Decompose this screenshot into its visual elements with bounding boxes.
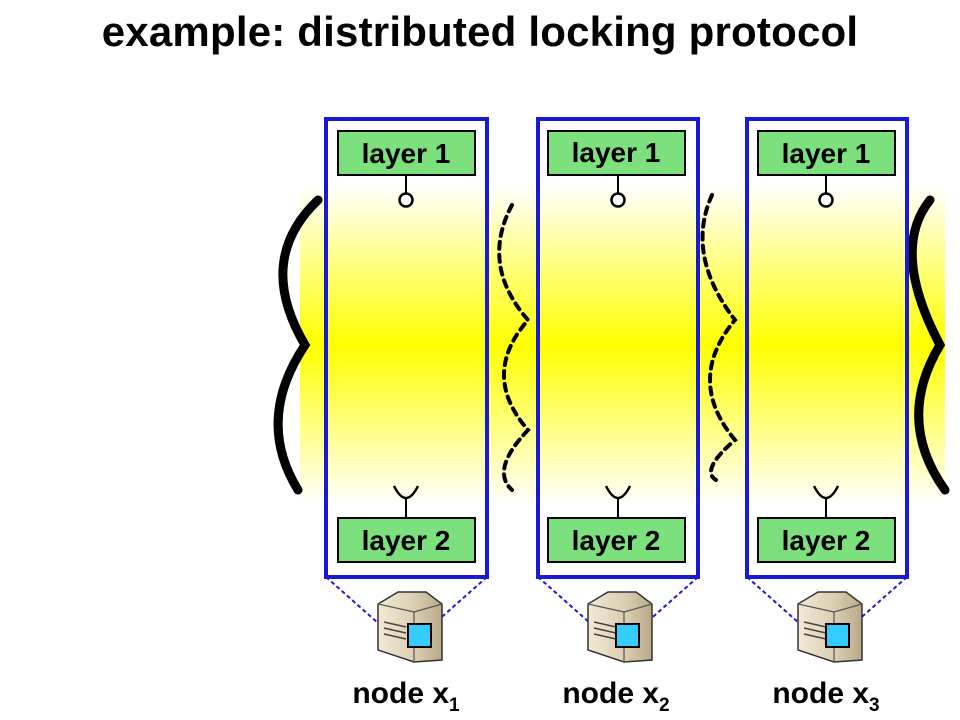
layer-1-label: layer 1 [572, 137, 661, 168]
layer-2-label: layer 2 [362, 525, 451, 556]
server-icon [587, 591, 653, 663]
lock-socket-icon [812, 485, 840, 500]
right-brace [907, 195, 950, 495]
page-title: example: distributed locking protocol [101, 8, 859, 55]
separator-dashed-1 [497, 203, 531, 492]
node-frame [745, 117, 909, 579]
layer-1-label: layer 1 [782, 138, 871, 169]
node-label: node x3 [772, 677, 879, 716]
layer-2-label: layer 2 [782, 525, 871, 556]
layer-2-box [757, 517, 896, 563]
node-column-3: layer 1 layer 2 node x3 [745, 117, 909, 716]
lock-port-icon [610, 192, 626, 208]
left-brace [273, 195, 323, 495]
layer-2-box [337, 517, 476, 563]
server-icon [797, 591, 863, 663]
coordination-band [300, 185, 945, 505]
separator-dashed-2 [700, 193, 738, 482]
layer-1-label: layer 1 [362, 138, 451, 169]
node-label: node x1 [352, 677, 460, 716]
lock-socket-icon [604, 485, 632, 500]
layer-2-box [547, 517, 686, 563]
server-icon [377, 591, 443, 663]
layer-1-box [757, 130, 896, 176]
lock-socket-icon [392, 485, 420, 500]
lock-port-icon [818, 192, 834, 208]
node-frame [536, 117, 700, 579]
node-column-2: layer 1 layer 2 node x2 [536, 117, 700, 716]
lock-port-icon [398, 192, 414, 208]
layer-1-box [547, 130, 686, 176]
node-column-1: layer 1 layer 2 node x1 [324, 117, 489, 716]
layer-2-label: layer 2 [572, 525, 661, 556]
node-frame [324, 117, 489, 579]
node-label: node x2 [562, 677, 669, 716]
